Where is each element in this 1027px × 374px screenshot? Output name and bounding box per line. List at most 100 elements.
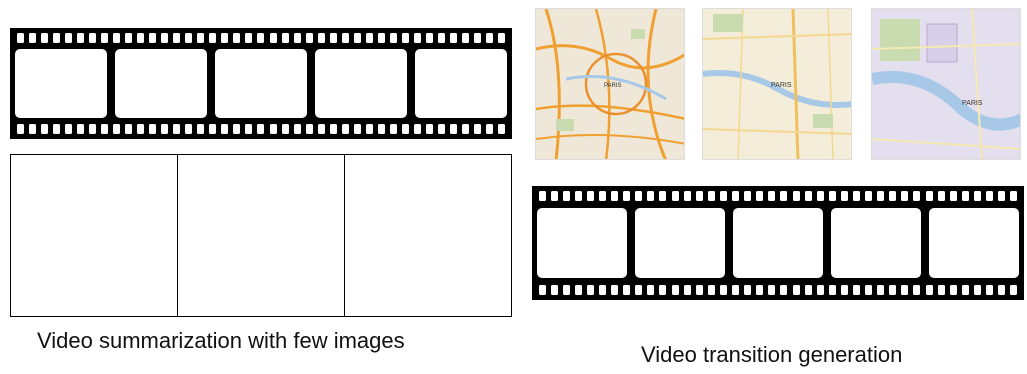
film-perforation — [16, 33, 24, 43]
film-perforation — [486, 33, 494, 43]
summary-image-boxes — [10, 154, 512, 317]
film-perforation — [1010, 191, 1018, 201]
film-perforation — [209, 33, 217, 43]
film-perforation — [973, 191, 981, 201]
film-perforation — [329, 33, 337, 43]
film-perforation — [136, 124, 144, 134]
film-frame — [115, 49, 207, 118]
film-perforation — [961, 191, 969, 201]
film-perforation — [804, 285, 812, 295]
film-perforation — [40, 33, 48, 43]
film-perforation — [402, 124, 410, 134]
film-perforation — [792, 285, 800, 295]
film-perforation — [389, 124, 397, 134]
map-zoom-1: PARIS — [535, 8, 685, 160]
film-perforation — [245, 124, 253, 134]
film-frame — [215, 49, 307, 118]
film-frames — [537, 208, 1019, 278]
film-perforation — [402, 33, 410, 43]
film-perforation — [913, 285, 921, 295]
film-perforation — [64, 33, 72, 43]
film-perforation — [88, 33, 96, 43]
film-perforation — [780, 285, 788, 295]
film-perforations-bottom — [10, 123, 512, 135]
film-perforation — [341, 124, 349, 134]
film-perforation — [828, 285, 836, 295]
film-perforation — [611, 285, 619, 295]
film-perforation — [538, 285, 546, 295]
film-perforation — [744, 191, 752, 201]
film-perforation — [173, 33, 181, 43]
film-perforation — [486, 124, 494, 134]
film-perforation — [161, 33, 169, 43]
film-perforation — [744, 285, 752, 295]
film-perforation — [474, 33, 482, 43]
film-perforation — [877, 191, 885, 201]
film-perforation — [498, 33, 506, 43]
film-perforation — [937, 285, 945, 295]
film-perforation — [828, 191, 836, 201]
film-perforation — [76, 33, 84, 43]
film-perforation — [209, 124, 217, 134]
film-perforation — [329, 124, 337, 134]
film-perforation — [961, 285, 969, 295]
right-caption: Video transition generation — [641, 342, 903, 367]
film-frame — [15, 49, 107, 118]
film-perforation — [438, 33, 446, 43]
film-perforation — [438, 124, 446, 134]
map-label: PARIS — [962, 100, 983, 107]
film-perforation — [865, 191, 873, 201]
film-perforation — [925, 191, 933, 201]
film-perforation — [719, 191, 727, 201]
film-perforation — [635, 285, 643, 295]
film-perforation — [450, 124, 458, 134]
film-perforation — [353, 124, 361, 134]
film-perforation — [173, 124, 181, 134]
film-perforation — [901, 191, 909, 201]
film-perforation — [28, 33, 36, 43]
map-zoom-2: PARIS — [702, 8, 852, 160]
film-perforation — [426, 33, 434, 43]
film-perforation — [756, 191, 764, 201]
film-perforation — [341, 33, 349, 43]
summary-image-box — [345, 155, 511, 316]
film-perforation — [389, 33, 397, 43]
summary-image-box — [178, 155, 345, 316]
film-perforation — [88, 124, 96, 134]
film-perforation — [124, 124, 132, 134]
film-perforation — [124, 33, 132, 43]
film-perforation — [635, 191, 643, 201]
film-perforation — [683, 285, 691, 295]
film-perforation — [257, 33, 265, 43]
film-perforation — [840, 191, 848, 201]
film-perforation — [732, 191, 740, 201]
summary-image-box — [11, 155, 178, 316]
film-perforation — [269, 124, 277, 134]
film-perforation — [281, 33, 289, 43]
film-perforation — [365, 124, 373, 134]
film-perforation — [973, 285, 981, 295]
film-perforation — [317, 33, 325, 43]
film-frame — [929, 208, 1019, 278]
film-frame — [635, 208, 725, 278]
film-perforation — [768, 285, 776, 295]
film-perforation — [719, 285, 727, 295]
film-perforation — [221, 33, 229, 43]
film-perforation — [245, 33, 253, 43]
right-film-strip — [532, 186, 1024, 300]
film-perforation — [901, 285, 909, 295]
film-perforation — [257, 124, 265, 134]
film-perforation — [816, 191, 824, 201]
film-perforation — [877, 285, 885, 295]
film-perforation — [28, 124, 36, 134]
film-perforation — [353, 33, 361, 43]
film-perforations-top — [10, 32, 512, 44]
film-perforation — [780, 191, 788, 201]
film-perforation — [852, 285, 860, 295]
film-perforation — [707, 285, 715, 295]
film-perforation — [64, 124, 72, 134]
film-perforation — [426, 124, 434, 134]
film-perforation — [76, 124, 84, 134]
film-perforation — [16, 124, 24, 134]
film-perforation — [647, 285, 655, 295]
